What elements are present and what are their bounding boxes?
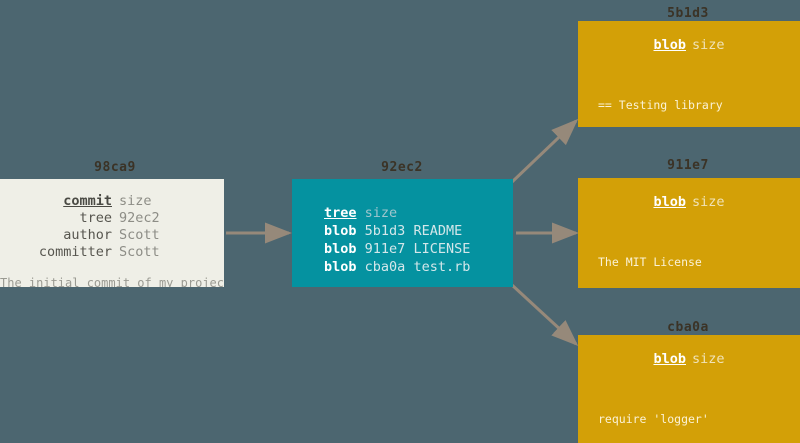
tree-hash-blob-1: 5b1d3 [364, 223, 406, 239]
tree-key-tree: tree [324, 205, 357, 221]
blob-license-size: size [692, 194, 725, 210]
node-blob-readme[interactable]: blob size == Testing library This library… [578, 21, 800, 127]
tree-name-blob-3: test.rb [413, 259, 471, 275]
tree-entry-list: tree size blob 5b1d3 README blob 911e7 L… [292, 204, 513, 276]
blob-license-content: The MIT License Copyright (c) 2008 Scott… [578, 226, 800, 288]
commit-key-commit: commit [63, 193, 112, 209]
node-tree[interactable]: tree size blob 5b1d3 README blob 911e7 L… [292, 179, 513, 287]
commit-key-author: author [63, 227, 112, 243]
node-blob-testrb[interactable]: blob size require 'logger' require 'test/… [578, 335, 800, 443]
tree-value-size: size [364, 205, 398, 221]
blob-license-type: blob [653, 194, 686, 210]
commit-row-tree: tree 92ec2 [0, 210, 224, 227]
commit-row-author: author Scott [0, 227, 224, 244]
commit-row-commit: commit size [0, 193, 224, 210]
commit-value-tree: 92ec2 [119, 210, 160, 226]
blob-testrb-line-0: require 'logger' [598, 412, 709, 426]
hash-label-blob-readme: 5b1d3 [667, 6, 709, 21]
blob-testrb-header: blob size [578, 351, 800, 367]
commit-value-size: size [119, 193, 152, 209]
tree-row-readme: blob 5b1d3 README [324, 222, 513, 240]
tree-row-license: blob 911e7 LICENSE [324, 240, 513, 258]
blob-readme-size: size [692, 37, 725, 53]
commit-value-committer: Scott [119, 244, 160, 260]
commit-row-committer: committer Scott [0, 244, 224, 261]
hash-label-blob-testrb: cba0a [667, 320, 709, 335]
tree-key-blob-1: blob [324, 223, 357, 239]
blob-readme-line-0: == Testing library [598, 98, 723, 112]
hash-label-tree: 92ec2 [381, 160, 423, 175]
blob-testrb-type: blob [653, 351, 686, 367]
blob-license-line-0: The MIT License [598, 255, 702, 269]
tree-key-blob-3: blob [324, 259, 357, 275]
tree-hash-blob-3: cba0a [364, 259, 406, 275]
commit-message: The initial commit of my project [0, 276, 224, 287]
tree-name-blob-2: LICENSE [413, 241, 471, 257]
blob-readme-type: blob [653, 37, 686, 53]
node-blob-license[interactable]: blob size The MIT License Copyright (c) 2… [578, 178, 800, 288]
commit-key-tree: tree [79, 210, 112, 226]
hash-label-commit: 98ca9 [94, 160, 136, 175]
tree-key-blob-2: blob [324, 241, 357, 257]
blob-readme-content: == Testing library This library is used … [578, 69, 800, 127]
tree-hash-blob-2: 911e7 [364, 241, 406, 257]
blob-testrb-content: require 'logger' require 'test/unit' cla… [578, 383, 800, 443]
tree-row-header: tree size [324, 204, 513, 222]
commit-value-author: Scott [119, 227, 160, 243]
tree-row-testrb: blob cba0a test.rb [324, 258, 513, 276]
blob-readme-header: blob size [578, 37, 800, 53]
blob-testrb-size: size [692, 351, 725, 367]
edge-tree-to-blob-readme [510, 118, 579, 184]
edge-tree-to-blob-testrb [510, 283, 579, 347]
hash-label-blob-license: 911e7 [667, 158, 709, 173]
commit-key-committer: committer [38, 244, 112, 260]
tree-name-blob-1: README [413, 223, 463, 239]
blob-license-header: blob size [578, 194, 800, 210]
